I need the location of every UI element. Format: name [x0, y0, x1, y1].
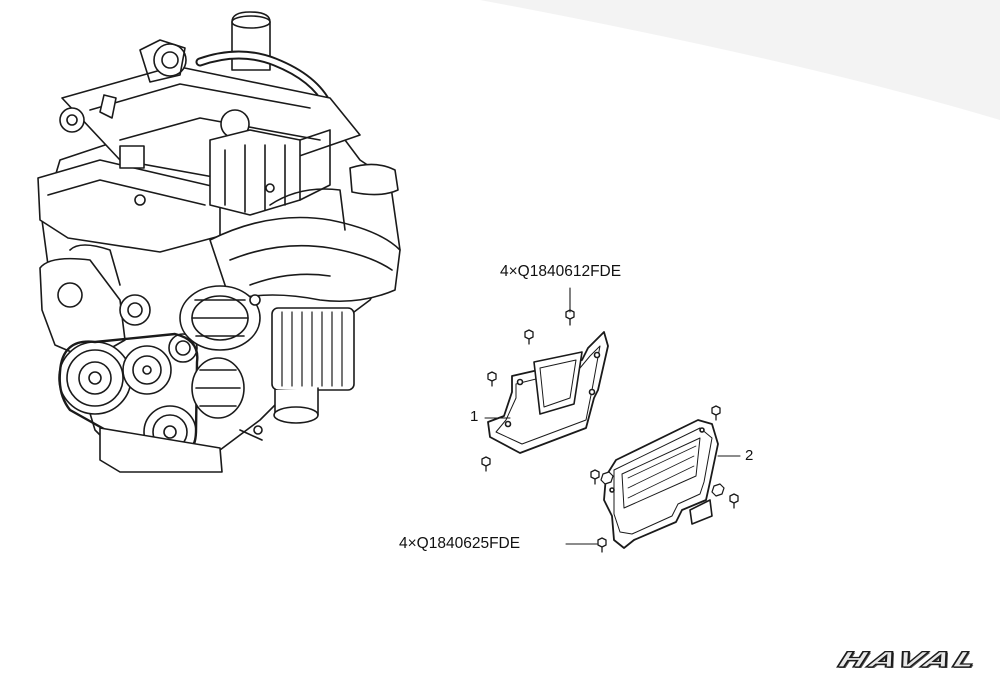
ecu-bracket-part-1	[487, 331, 609, 454]
engine-assembly-illustration	[37, 11, 401, 473]
bolts-lower-set	[590, 405, 739, 553]
haval-logo: HAVAL	[834, 640, 983, 680]
callout-lower-bolts: 4×Q1840625FDE	[399, 535, 521, 552]
haval-logo-text: HAVAL	[834, 647, 983, 673]
callout-upper-bolts: 4×Q1840612FDE	[500, 263, 622, 280]
bolts-upper-set	[481, 309, 575, 472]
background-shading	[480, 0, 1000, 120]
ecu-module-part-2	[600, 419, 725, 549]
leader-lines	[484, 287, 741, 545]
callout-part-1: 1	[470, 408, 479, 425]
callout-part-2: 2	[745, 447, 754, 464]
